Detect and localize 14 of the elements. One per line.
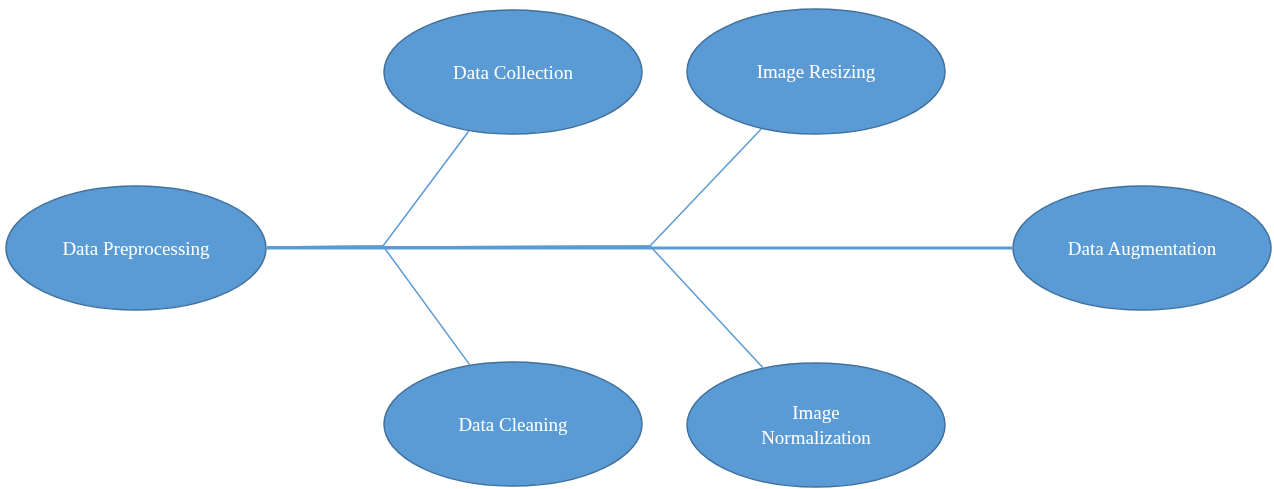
node-label: Data Preprocessing — [62, 236, 210, 261]
ellipse-node — [5, 185, 267, 311]
node-label: Data Collection — [453, 60, 573, 85]
ellipse-node — [383, 361, 643, 487]
node-label: Data Cleaning — [458, 412, 568, 437]
node-label: Image Resizing — [756, 60, 876, 84]
ellipse-node — [686, 362, 946, 488]
ellipse-node — [686, 8, 946, 135]
ellipse-node — [383, 9, 643, 135]
connector-line — [267, 246, 1012, 250]
node-label: Image Normalization — [760, 401, 872, 450]
node-label: Data Augmentation — [1067, 236, 1217, 261]
connector-line — [266, 245, 471, 366]
ellipse-node — [1012, 185, 1272, 311]
